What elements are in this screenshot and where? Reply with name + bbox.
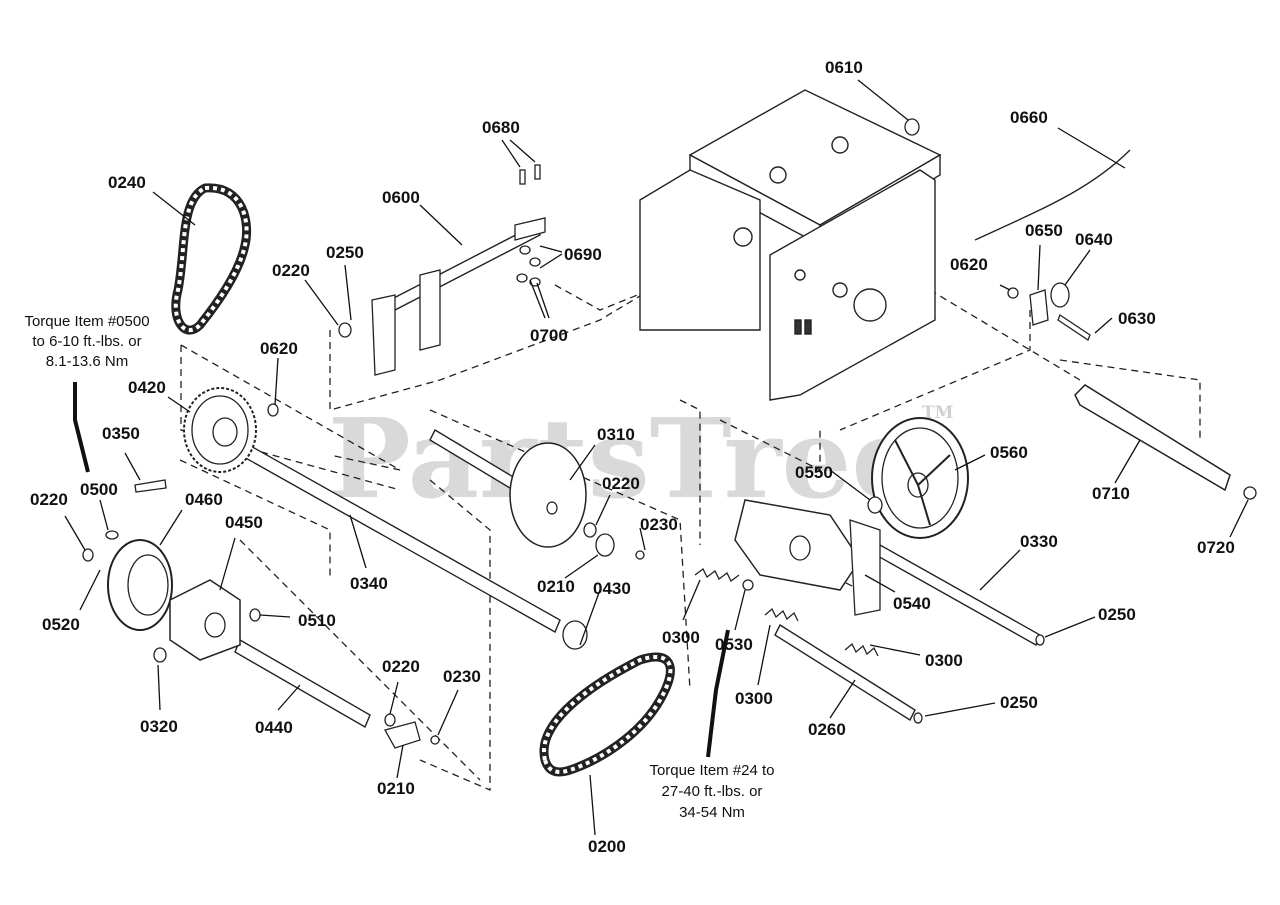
disc-0310 (509, 442, 587, 548)
rod-0660 (974, 149, 1131, 241)
callout-0460: 0460 (185, 490, 223, 509)
callout-0500: 0500 (80, 480, 118, 499)
torque-note-bottom-line3: 34-54 Nm (679, 804, 745, 821)
callout-0430: 0430 (593, 579, 631, 598)
callout-0660: 0660 (1010, 108, 1048, 127)
assembly-dashed-lines (179, 249, 1201, 791)
callout-0230: 0230 (443, 667, 481, 686)
sprocket-0420 (183, 387, 257, 473)
callout-0620: 0620 (260, 339, 298, 358)
chain-0240 (171, 183, 252, 335)
callout-0720: 0720 (1197, 538, 1235, 557)
callout-0530: 0530 (715, 635, 753, 654)
callout-0700: 0700 (530, 326, 568, 345)
torque-note-bottom-line2: 27-40 ft.-lbs. or (662, 783, 763, 800)
callout-0300: 0300 (662, 628, 700, 647)
torque-note-left-line3: 8.1-13.6 Nm (46, 353, 129, 370)
leader-lines (64, 79, 1249, 836)
torque-note-left-line1: Torque Item #0500 (24, 313, 149, 330)
watermark-tm: TM (922, 403, 954, 423)
torque-leaders (73, 382, 730, 758)
callout-0220: 0220 (30, 490, 68, 509)
callout-0350: 0350 (102, 424, 140, 443)
callout-0200: 0200 (588, 837, 626, 856)
torque-note-left-line2: to 6-10 ft.-lbs. or (32, 333, 141, 350)
callout-0610: 0610 (825, 58, 863, 77)
callout-0510: 0510 (298, 611, 336, 630)
callout-0620: 0620 (950, 255, 988, 274)
callout-0250: 0250 (326, 243, 364, 262)
callout-0550: 0550 (795, 463, 833, 482)
callout-0440: 0440 (255, 718, 293, 737)
callout-0230: 0230 (640, 515, 678, 534)
callout-0210: 0210 (377, 779, 415, 798)
pulley-0560 (871, 417, 969, 539)
callout-0320: 0320 (140, 717, 178, 736)
callout-0330: 0330 (1020, 532, 1058, 551)
callout-0250: 0250 (1098, 605, 1136, 624)
callout-0260: 0260 (808, 720, 846, 739)
callout-0300: 0300 (735, 689, 773, 708)
callout-0250: 0250 (1000, 693, 1038, 712)
callout-0450: 0450 (225, 513, 263, 532)
torque-note-bottom: Torque Item #24 to 27-40 ft.-lbs. or 34-… (649, 762, 774, 821)
callout-0710: 0710 (1092, 484, 1130, 503)
callout-0690: 0690 (564, 245, 602, 264)
callout-0240: 0240 (108, 173, 146, 192)
callout-0520: 0520 (42, 615, 80, 634)
torque-note-left: Torque Item #0500 to 6-10 ft.-lbs. or 8.… (24, 313, 149, 370)
chain-0200 (539, 652, 675, 777)
springs-0300 (694, 568, 879, 657)
callout-0680: 0680 (482, 118, 520, 137)
pulley-0460 (107, 539, 173, 631)
bracket-plate-0540 (734, 499, 881, 616)
callout-0210: 0210 (537, 577, 575, 596)
callout-0220: 0220 (272, 261, 310, 280)
callout-0600: 0600 (382, 188, 420, 207)
callout-0650: 0650 (1025, 221, 1063, 240)
chassis-housing (639, 89, 942, 401)
shift-arm-0600 (371, 217, 546, 376)
callout-0220: 0220 (382, 657, 420, 676)
watermark: PartsTree TM (328, 394, 954, 523)
callout-0420: 0420 (128, 378, 166, 397)
gear-housing-0450 (169, 579, 241, 661)
callout-0300: 0300 (925, 651, 963, 670)
callout-0310: 0310 (597, 425, 635, 444)
bracket-0710 (1074, 384, 1231, 492)
watermark-text: PartsTree (328, 394, 922, 523)
callout-0540: 0540 (893, 594, 931, 613)
callout-0640: 0640 (1075, 230, 1113, 249)
callout-0630: 0630 (1118, 309, 1156, 328)
callout-labels: 0610 0660 0680 0600 0240 0250 0220 0690 … (30, 58, 1235, 856)
callout-0340: 0340 (350, 574, 388, 593)
torque-note-bottom-line1: Torque Item #24 to (649, 762, 774, 779)
callout-0560: 0560 (990, 443, 1028, 462)
callout-0220: 0220 (602, 474, 640, 493)
